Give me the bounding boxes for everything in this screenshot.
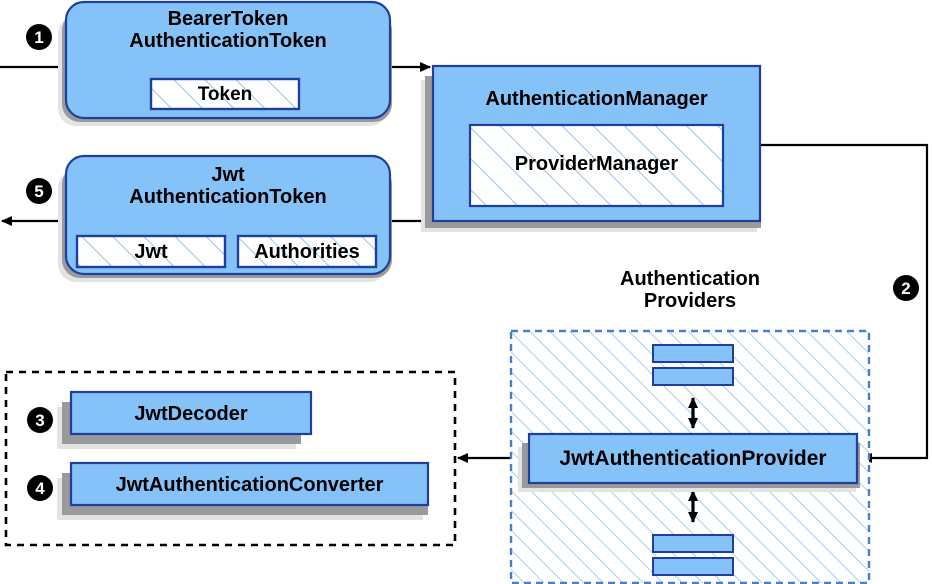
bearer-token-authentication-token-node[interactable] xyxy=(58,0,392,126)
connector-manager-to-provider xyxy=(760,143,929,463)
step-badge-5: 5 xyxy=(26,178,52,204)
step-badge-4-text: 4 xyxy=(35,479,45,498)
provider-stub-bottom xyxy=(652,534,734,576)
jwt-authentication-provider-node[interactable] xyxy=(518,432,860,492)
step-badge-1-text: 1 xyxy=(34,28,43,47)
step-badge-5-text: 5 xyxy=(34,182,43,201)
step-badge-1: 1 xyxy=(26,24,52,50)
authentication-manager-node[interactable] xyxy=(421,64,762,232)
jwt-authentication-token-node[interactable] xyxy=(58,154,392,282)
jwt-decoder-node[interactable] xyxy=(57,390,313,449)
provider-stub-top xyxy=(652,344,734,386)
step-badge-4: 4 xyxy=(27,475,53,501)
step-badge-3: 3 xyxy=(27,407,53,433)
step-badge-2-text: 2 xyxy=(901,279,910,298)
jwt-authentication-converter-node[interactable] xyxy=(57,461,430,520)
step-badge-2: 2 xyxy=(893,275,919,301)
jwt-support-container xyxy=(4,370,457,547)
step-badge-3-text: 3 xyxy=(35,411,44,430)
